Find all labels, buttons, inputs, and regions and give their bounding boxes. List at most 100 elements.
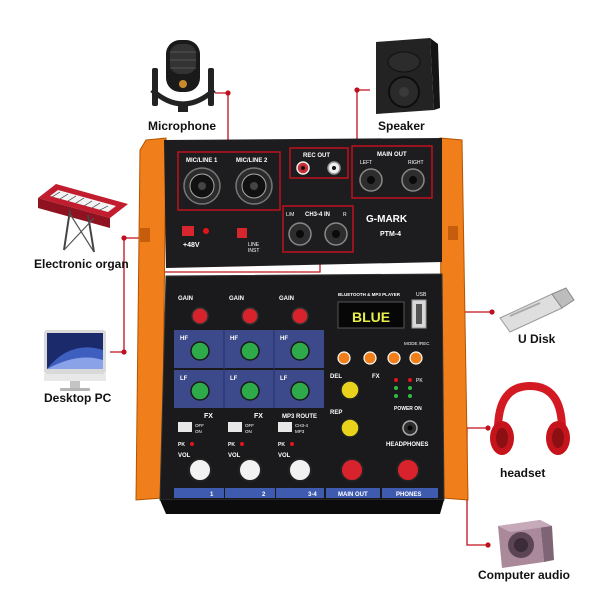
connection-dot bbox=[121, 235, 127, 241]
computer-audio-icon bbox=[498, 520, 554, 568]
vol-label-2: VOL bbox=[228, 453, 241, 459]
mp3-route-switch[interactable] bbox=[278, 422, 292, 432]
usb-label: USB bbox=[416, 292, 427, 298]
ch34-l-jack bbox=[288, 222, 312, 246]
vol-knob-2[interactable] bbox=[238, 458, 262, 482]
fx-off-label-1: OFF bbox=[195, 423, 204, 428]
ch1-footer bbox=[174, 488, 224, 498]
ch34-in-label: CH3-4 IN bbox=[305, 212, 330, 218]
vol-label-1: VOL bbox=[178, 453, 191, 459]
fx-section-label: FX bbox=[372, 374, 380, 380]
line-inst-label-inst: INST bbox=[248, 248, 259, 254]
phones-footer-label: PHONES bbox=[396, 492, 421, 498]
vol-knob-1[interactable] bbox=[188, 458, 212, 482]
power-pk-label: PK bbox=[416, 378, 423, 384]
del-label: DEL bbox=[330, 374, 342, 380]
lf-label-2: LF bbox=[230, 376, 238, 382]
vol-knob-3[interactable] bbox=[288, 458, 312, 482]
fx-on-label-1: ON bbox=[195, 429, 202, 434]
right-side-rail bbox=[439, 137, 469, 501]
ch34-r-label: R bbox=[343, 212, 347, 218]
mic-line1-label: MIC/LINE 1 bbox=[186, 158, 218, 164]
route-mp3-label: MP3 bbox=[295, 429, 305, 434]
ch34-r-jack bbox=[324, 222, 348, 246]
phones-footer bbox=[382, 488, 438, 498]
gain-label-3: GAIN bbox=[279, 296, 294, 302]
pk-label-1: PK bbox=[178, 442, 185, 448]
mode-rec-button[interactable] bbox=[409, 351, 423, 365]
udisk-label: U Disk bbox=[518, 332, 556, 346]
play-pause-button[interactable] bbox=[387, 351, 401, 365]
hf-label-1: HF bbox=[180, 336, 188, 342]
mixer-device: MIC/LINE 1 MIC/LINE 2 +48V LINE INST REC… bbox=[135, 137, 469, 514]
speaker-label: Speaker bbox=[378, 119, 425, 133]
lf-knob-2[interactable] bbox=[240, 381, 260, 401]
connection-dots bbox=[121, 87, 495, 548]
display-text: BLUE bbox=[352, 309, 390, 325]
gain-label-2: GAIN bbox=[229, 296, 244, 302]
gain-knob-2[interactable] bbox=[241, 307, 259, 325]
connection-dot bbox=[485, 542, 491, 548]
prev-button[interactable] bbox=[337, 351, 351, 365]
mic-line2-label: MIC/LINE 2 bbox=[236, 158, 268, 164]
main-out-footer-label: MAIN OUT bbox=[338, 492, 368, 498]
lf-label-1: LF bbox=[180, 376, 188, 382]
computer-audio-label: Computer audio bbox=[478, 568, 570, 582]
power-on-label: POWER ON bbox=[394, 406, 422, 412]
microphone-label: Microphone bbox=[148, 119, 216, 133]
hf-knob-1[interactable] bbox=[190, 341, 210, 361]
pk-label-3: PK bbox=[278, 442, 285, 448]
connection-dot bbox=[485, 425, 491, 431]
main-out-left-jack bbox=[359, 168, 383, 192]
phantom-power-switch[interactable] bbox=[182, 226, 209, 236]
model-label: PTM-4 bbox=[380, 231, 401, 238]
connection-dot bbox=[354, 87, 360, 93]
hf-knob-3[interactable] bbox=[290, 341, 310, 361]
pc-connection-line bbox=[110, 238, 125, 353]
mode-rec-label: MODE /REC bbox=[404, 341, 430, 346]
headset-label: headset bbox=[500, 466, 546, 480]
gain-knob-3[interactable] bbox=[291, 307, 309, 325]
main-out-footer bbox=[326, 488, 380, 498]
line-inst-label-line: LINE bbox=[248, 242, 260, 248]
headset-icon bbox=[490, 381, 570, 455]
lf-label-3: LF bbox=[280, 376, 288, 382]
next-button[interactable] bbox=[363, 351, 377, 365]
lf-knob-3[interactable] bbox=[290, 381, 310, 401]
del-knob[interactable] bbox=[340, 380, 360, 400]
ch34-in-highlight bbox=[282, 205, 354, 253]
desktop-pc-icon bbox=[44, 330, 106, 391]
main-out-left-label: LEFT bbox=[360, 160, 372, 166]
u-disk-icon bbox=[499, 287, 575, 333]
phones-volume-knob[interactable] bbox=[396, 458, 420, 482]
fx-label-1: FX bbox=[204, 413, 213, 420]
fx-label-2: FX bbox=[254, 413, 263, 420]
microphone-icon bbox=[150, 40, 216, 112]
hf-knob-2[interactable] bbox=[240, 341, 260, 361]
ch34-l-label: L/M bbox=[286, 212, 294, 218]
main-out-volume-knob[interactable] bbox=[340, 458, 364, 482]
fx-switch-1[interactable] bbox=[178, 422, 192, 432]
player-buttons bbox=[337, 351, 423, 365]
rep-knob[interactable] bbox=[340, 418, 360, 438]
main-out-right-jack bbox=[401, 168, 425, 192]
speaker-icon bbox=[376, 38, 440, 114]
pk-label-2: PK bbox=[228, 442, 235, 448]
mp3-display bbox=[337, 301, 405, 329]
lf-knob-1[interactable] bbox=[190, 381, 210, 401]
gain-knob-1[interactable] bbox=[191, 307, 209, 325]
bt-player-label: BLUETOOTH & MP3 PLAYER bbox=[338, 292, 401, 297]
xlr-combo-jack-1 bbox=[183, 167, 221, 205]
line-inst-switch[interactable] bbox=[237, 228, 247, 238]
mic-input-highlight bbox=[177, 151, 281, 211]
rec-out-label: REC OUT bbox=[303, 153, 330, 159]
pc-label: Desktop PC bbox=[44, 391, 112, 405]
hf-label-3: HF bbox=[280, 336, 288, 342]
fx-switch-2[interactable] bbox=[228, 422, 242, 432]
ch2-footer-label: 2 bbox=[262, 492, 266, 498]
rep-label: REP bbox=[330, 410, 342, 416]
main-out-highlight bbox=[351, 145, 433, 199]
organ-label: Electronic organ bbox=[34, 257, 129, 271]
